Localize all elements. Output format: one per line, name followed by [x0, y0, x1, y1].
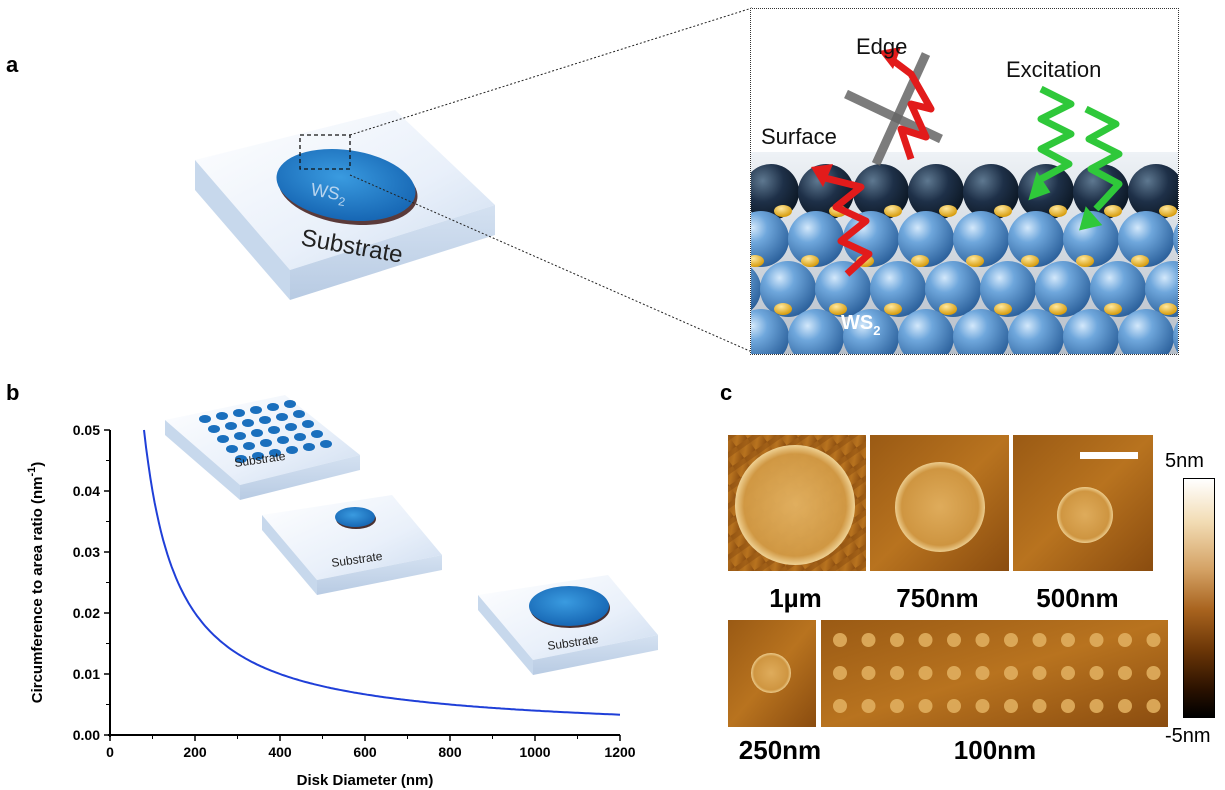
scale-bar	[1080, 452, 1138, 459]
afm-images	[728, 435, 1168, 727]
x-axis-label: Disk Diameter (nm)	[297, 772, 434, 789]
panel-a-label: a	[6, 52, 19, 77]
afm-label-750nm: 750nm	[896, 583, 979, 613]
x-tick-label: 1000	[519, 744, 550, 760]
y-tick-label: 0.02	[73, 605, 100, 621]
y-tick-label: 0.05	[73, 422, 100, 438]
y-axis-label: Circumference to area ratio (nm-1)	[26, 462, 46, 704]
zoom-region-box	[299, 134, 351, 170]
circumference-chart: 0 200 400 600 800 1000 1200 0.00 0.01 0.02 0.03 0.0…	[26, 395, 658, 789]
afm-label-1um: 1µm	[769, 583, 822, 613]
y-tick-label: 0.01	[73, 666, 100, 682]
panel-c-label: c	[720, 380, 733, 405]
afm-label-500nm: 500nm	[1036, 583, 1119, 613]
afm-label-250nm: 250nm	[738, 735, 822, 765]
lattice-illustration: Edge Surface Excitation WS2	[751, 34, 1178, 354]
inset-array-substrate: Substrate	[165, 395, 360, 500]
x-tick-label: 0	[106, 744, 114, 760]
panel-a-substrate-schematic: WS2 Substrate	[195, 110, 495, 300]
x-tick-label: 1200	[604, 744, 635, 760]
y-tick-label: 0.04	[73, 483, 100, 499]
series-line	[143, 429, 621, 716]
panel-b-label: b	[6, 380, 20, 405]
inset-small-disk-substrate: Substrate	[262, 495, 442, 595]
y-tick-label: 0.00	[73, 727, 100, 743]
disk-ws2-label: WS2	[309, 179, 349, 209]
x-tick-label: 200	[183, 744, 207, 760]
afm-100nm	[821, 620, 1168, 727]
excitation-label: Excitation	[1006, 57, 1101, 82]
colorbar	[1183, 478, 1215, 718]
surface-label: Surface	[761, 124, 837, 149]
edge-label: Edge	[856, 34, 907, 59]
x-tick-label: 800	[438, 744, 462, 760]
y-tick-label: 0.03	[73, 544, 100, 560]
afm-label-100nm: 100nm	[953, 735, 1037, 765]
zoom-panel: Edge Surface Excitation WS2	[750, 8, 1179, 355]
colorbar-max-label: 5nm	[1165, 450, 1204, 472]
x-tick-label: 400	[268, 744, 292, 760]
ws2-material-label: WS2	[841, 312, 880, 338]
colorbar-min-label: -5nm	[1165, 725, 1211, 747]
inset-large-disk-substrate: Substrate	[478, 575, 658, 675]
x-tick-label: 600	[353, 744, 377, 760]
